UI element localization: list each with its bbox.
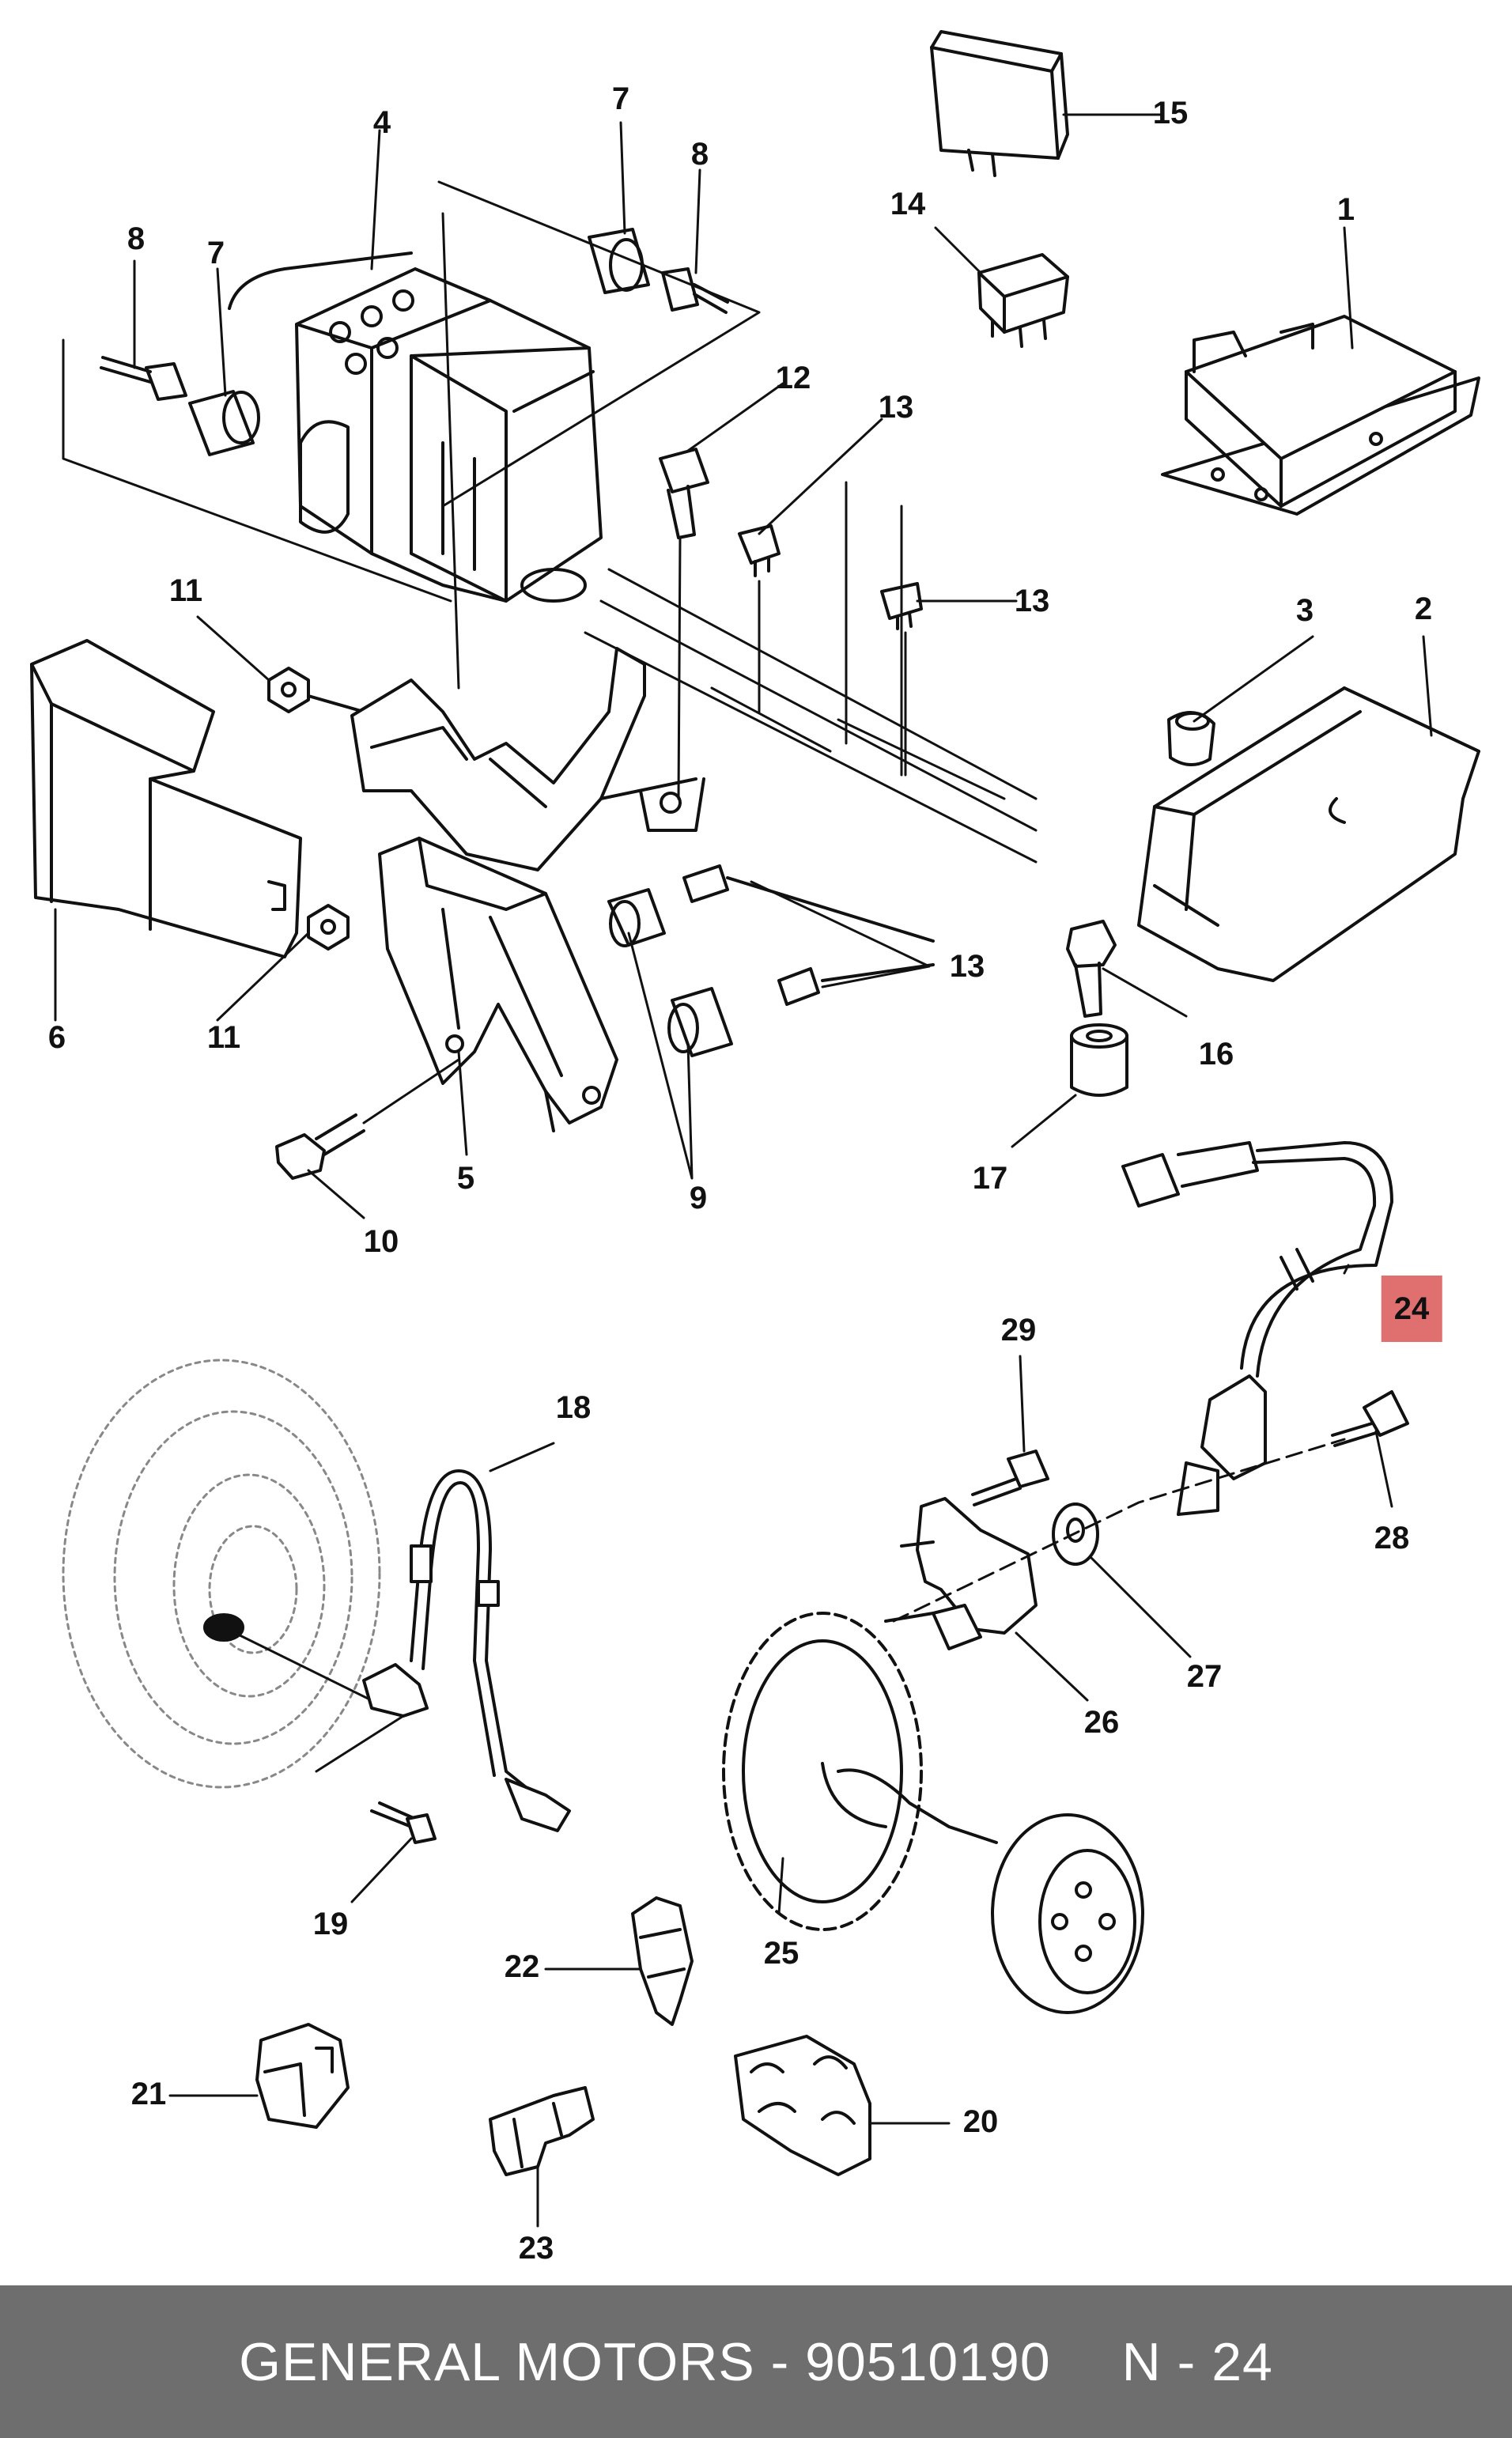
footer-bar: GENERAL MOTORS - 90510190 N - 24 bbox=[0, 2285, 1512, 2438]
sensor-24-part bbox=[1121, 1141, 1393, 1516]
callout-2: 2 bbox=[1414, 592, 1433, 626]
callout-12: 12 bbox=[775, 361, 811, 395]
bushing-9a-part bbox=[607, 888, 666, 947]
control-module-1-part bbox=[1161, 315, 1480, 516]
callout-15: 15 bbox=[1152, 96, 1189, 130]
bolt-12-part bbox=[659, 448, 709, 539]
spacer-17-part bbox=[1070, 1023, 1128, 1097]
callout-1: 1 bbox=[1336, 192, 1355, 227]
callout-29: 29 bbox=[1000, 1313, 1037, 1348]
callout-20: 20 bbox=[962, 2104, 999, 2139]
rotor-25-part bbox=[722, 1612, 1144, 2014]
leader-lines bbox=[54, 113, 1433, 2228]
callout-9: 9 bbox=[689, 1181, 708, 1215]
callout-10: 10 bbox=[363, 1224, 399, 1259]
callout-13-lower: 13 bbox=[949, 949, 985, 984]
callout-28: 28 bbox=[1374, 1521, 1410, 1555]
clip-13-part bbox=[682, 524, 935, 1006]
callout-23: 23 bbox=[518, 2231, 554, 2266]
shield-6-part bbox=[30, 639, 302, 958]
bolt-19-part bbox=[370, 1801, 437, 1844]
footer-part-number: 90510190 bbox=[805, 2331, 1051, 2392]
bolt-8a-part bbox=[661, 267, 729, 314]
clip-23-part bbox=[489, 2086, 595, 2176]
callout-6: 6 bbox=[47, 1020, 66, 1055]
callout-7-upper: 7 bbox=[611, 81, 630, 116]
callout-4: 4 bbox=[372, 105, 391, 140]
bolt-29-part bbox=[971, 1450, 1049, 1506]
spacer-7a-part bbox=[588, 228, 650, 294]
spacer-7b-part bbox=[188, 390, 260, 456]
callout-7-left: 7 bbox=[206, 236, 225, 270]
connector-21-part bbox=[255, 2023, 350, 2129]
relay-14-part bbox=[977, 253, 1069, 348]
callout-21: 21 bbox=[130, 2077, 167, 2111]
diagram-drawing bbox=[30, 30, 1480, 2228]
bolt-28-part bbox=[1331, 1390, 1409, 1447]
bracket-arm-5-part bbox=[378, 837, 618, 1132]
callout-17: 17 bbox=[972, 1161, 1008, 1196]
callout-13-top: 13 bbox=[878, 390, 914, 425]
footer-separator: - bbox=[754, 2331, 806, 2392]
bolt-16-part bbox=[1066, 920, 1117, 1018]
callout-14: 14 bbox=[890, 187, 926, 221]
nut-11b-part bbox=[307, 904, 350, 951]
callout-22: 22 bbox=[504, 1949, 540, 1984]
callout-16: 16 bbox=[1198, 1037, 1234, 1072]
footer-brand: GENERAL MOTORS bbox=[239, 2331, 755, 2392]
callout-24-highlighted: 24 bbox=[1381, 1276, 1442, 1342]
footer-caption: GENERAL MOTORS - 90510190 N - 24 bbox=[0, 2285, 1512, 2438]
abs-modulator-4-part bbox=[228, 251, 603, 603]
bracket-26-part bbox=[884, 1497, 1038, 1650]
frame-rail-part bbox=[584, 481, 1038, 864]
front-disc-part bbox=[62, 1359, 381, 1789]
callout-8-upper: 8 bbox=[690, 137, 709, 172]
callout-27: 27 bbox=[1186, 1659, 1223, 1694]
callout-25: 25 bbox=[763, 1936, 799, 1971]
callout-11-lower: 11 bbox=[206, 1020, 241, 1055]
nut-11a-part bbox=[267, 667, 365, 713]
callout-5: 5 bbox=[456, 1161, 475, 1196]
callout-13-right: 13 bbox=[1014, 584, 1050, 618]
sensor-18-part bbox=[362, 1469, 571, 1832]
clip-20-part bbox=[734, 2035, 871, 2176]
bolt-8b-part bbox=[100, 356, 187, 401]
footer-ref: N - 24 bbox=[1121, 2331, 1273, 2392]
bolt-10-part bbox=[275, 1058, 460, 1180]
parts-diagram: 1 2 3 4 5 6 7 7 8 8 9 10 11 11 12 13 13 … bbox=[30, 30, 1480, 2266]
callout-26: 26 bbox=[1083, 1705, 1120, 1740]
callout-11-upper: 11 bbox=[168, 573, 203, 608]
bushing-9b-part bbox=[667, 987, 733, 1057]
callout-8-left: 8 bbox=[127, 221, 146, 256]
relay-15-part bbox=[930, 30, 1069, 177]
callout-3: 3 bbox=[1295, 593, 1314, 628]
callout-19: 19 bbox=[312, 1907, 349, 1941]
callout-18: 18 bbox=[555, 1390, 592, 1425]
bracket-2-part bbox=[1137, 686, 1480, 982]
bracket-main-part bbox=[350, 647, 705, 871]
grommet-3-part bbox=[1167, 711, 1215, 766]
clip-22-part bbox=[631, 1896, 694, 2026]
